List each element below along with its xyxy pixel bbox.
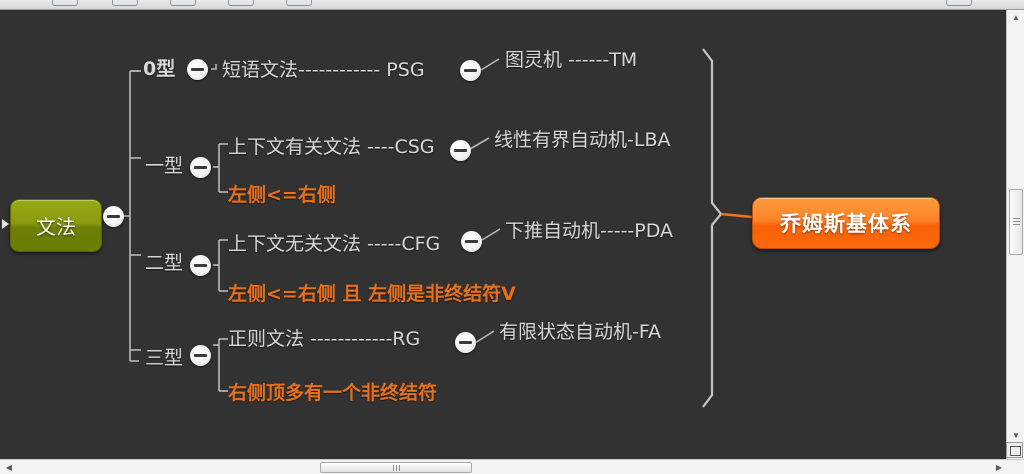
constraint-label-3[interactable]: 右侧顶多有一个非终结符	[228, 384, 437, 403]
automaton-label-text: 线性有界自动机-LBA	[494, 129, 671, 151]
connector-wires	[113, 48, 753, 408]
automaton-label-text: 有限状态自动机-FA	[499, 321, 662, 343]
automaton-label-1[interactable]: 线性有界自动机-LBA	[494, 131, 670, 150]
automaton-label-0[interactable]: 图灵机 ------TM	[505, 51, 637, 70]
automaton-label-2[interactable]: 下推自动机-----PDA	[505, 222, 673, 241]
toolbar-button-2[interactable]	[112, 0, 138, 6]
root-collapse-arrow-icon[interactable]	[2, 219, 9, 229]
constraint-label-1[interactable]: 左侧<=右侧	[228, 186, 336, 205]
automaton-label-3[interactable]: 有限状态自动机-FA	[499, 323, 661, 342]
grammar-toggle-2[interactable]	[461, 231, 482, 252]
grammar-toggle-0[interactable]	[460, 60, 481, 81]
branch-type-label-0[interactable]: 0型	[143, 60, 175, 79]
toolbar-button-5[interactable]	[286, 0, 312, 6]
grammar-label-0[interactable]: 短语文法------------ PSG	[222, 61, 425, 80]
grammar-label-text: 上下文有关文法 ----CSG	[228, 136, 435, 158]
branch-type-label-3[interactable]: 三型	[145, 349, 183, 368]
constraint-label-text: 右侧顶多有一个非终结符	[228, 382, 438, 404]
grammar-label-text: 短语文法------------ PSG	[222, 59, 425, 81]
branch-toggle-3[interactable]	[190, 345, 211, 366]
grammar-label-text: 上下文无关文法 -----CFG	[228, 233, 441, 255]
constraint-label-2[interactable]: 左侧<=右侧 且 左侧是非终结符V	[228, 285, 516, 304]
grammar-label-text: 正则文法 ------------RG	[228, 328, 421, 350]
branch-type-label-2[interactable]: 二型	[145, 254, 183, 273]
toolbar-button-3[interactable]	[170, 0, 196, 6]
root-node-label: 文法	[36, 215, 76, 239]
toolbar-button-1[interactable]	[52, 0, 78, 6]
type-label-text: 一型	[145, 155, 184, 177]
scroll-up-arrow-icon[interactable]: ▲	[1012, 12, 1020, 22]
horizontal-scrollbar[interactable]: ◀ ▶	[0, 459, 1024, 474]
toolbar-button-4[interactable]	[228, 0, 254, 6]
vertical-scrollbar[interactable]: ▲ ▼	[1006, 9, 1024, 459]
root-toggle-button[interactable]	[103, 206, 124, 227]
target-node-chomsky-hierarchy[interactable]: 乔姆斯基体系	[752, 197, 940, 249]
type-label-text: 三型	[145, 347, 184, 369]
target-node-label: 乔姆斯基体系	[780, 212, 912, 236]
automaton-label-text: 图灵机 ------TM	[505, 49, 638, 71]
grammar-label-3[interactable]: 正则文法 ------------RG	[228, 330, 420, 349]
grammar-label-1[interactable]: 上下文有关文法 ----CSG	[228, 138, 435, 157]
branch-type-label-1[interactable]: 一型	[145, 157, 183, 176]
mindmap-canvas[interactable]: 文法 0型 短语文法------------ PSG 图灵机 ------TM …	[0, 9, 1006, 459]
toolbar-button-6[interactable]	[946, 0, 972, 6]
vertical-scrollbar-thumb[interactable]	[1009, 189, 1023, 255]
grammar-toggle-3[interactable]	[455, 332, 476, 353]
branch-toggle-0[interactable]	[187, 59, 208, 80]
scroll-left-arrow-icon[interactable]: ◀	[5, 462, 13, 472]
grammar-label-2[interactable]: 上下文无关文法 -----CFG	[228, 235, 440, 254]
root-node-grammar[interactable]: 文法	[10, 199, 102, 252]
type-label-text: 二型	[145, 252, 184, 274]
branch-toggle-2[interactable]	[190, 255, 211, 276]
constraint-label-text: 左侧<=右侧	[228, 184, 336, 206]
scroll-down-arrow-icon[interactable]: ▼	[1012, 430, 1020, 440]
toolbar	[0, 0, 1024, 10]
constraint-label-text: 左侧<=右侧 且 左侧是非终结符V	[228, 283, 516, 305]
automaton-label-text: 下推自动机-----PDA	[505, 220, 674, 242]
grammar-toggle-1[interactable]	[450, 140, 471, 161]
horizontal-scrollbar-thumb[interactable]	[320, 462, 472, 473]
type-label-text: 0型	[143, 58, 176, 80]
scrollbar-corner-resize-icon[interactable]	[1006, 442, 1023, 458]
scroll-right-arrow-icon[interactable]: ▶	[995, 462, 1003, 472]
branch-toggle-1[interactable]	[190, 157, 211, 178]
